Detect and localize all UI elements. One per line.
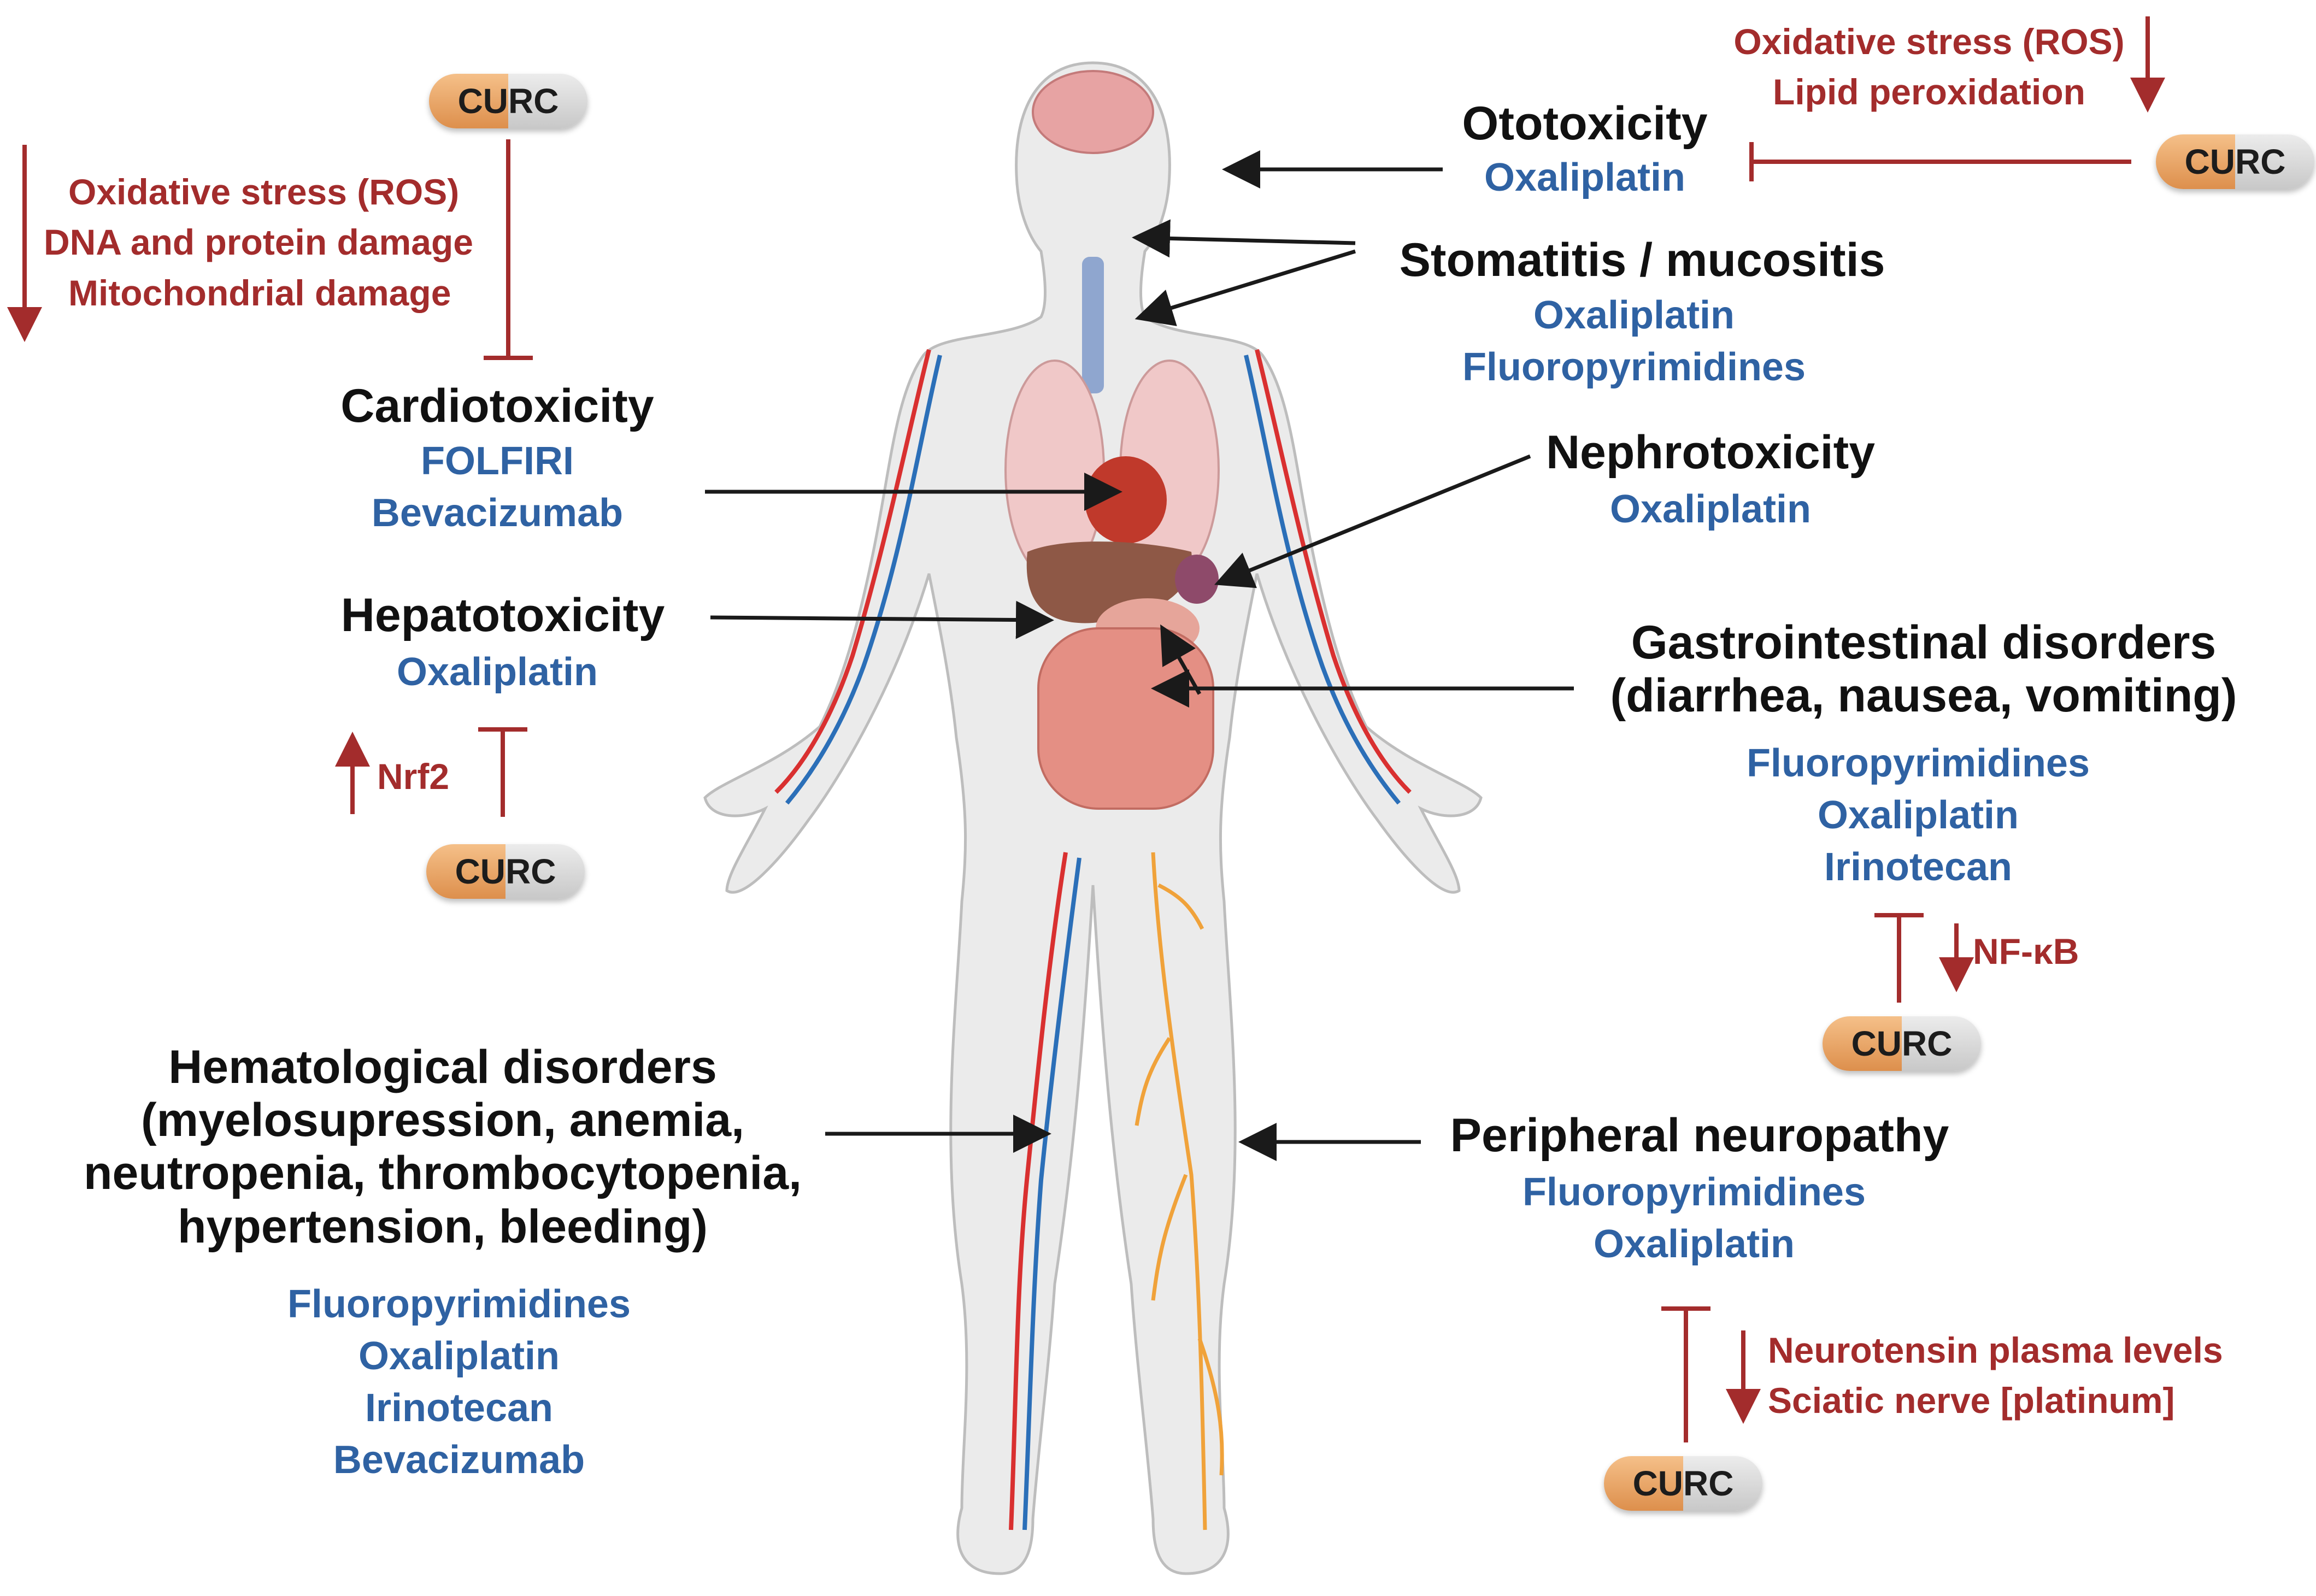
cardiotoxicity-title: Cardiotoxicity <box>340 380 654 432</box>
curc-pill-label: CURC <box>455 852 556 891</box>
organs <box>1004 70 1220 810</box>
nephrotoxicity-title: Nephrotoxicity <box>1545 426 1876 479</box>
cardiotoxicity-drugs: FOLFIRI Bevacizumab <box>328 435 667 539</box>
heart-organ <box>1085 456 1167 544</box>
effect-line: DNA and protein damage <box>44 222 473 263</box>
cardiotoxicity-effects: Oxidative stress (ROS) DNA and protein d… <box>44 167 525 318</box>
curc-pill-label: CURC <box>1851 1024 1953 1063</box>
gastrointestinal-inhibit <box>1874 913 1924 1003</box>
nephrotoxicity-drugs: Oxaliplatin <box>1557 484 1864 535</box>
drug-line: FOLFIRI <box>421 439 574 483</box>
curc-pill-ototoxicity: CURC <box>2156 134 2314 189</box>
ototoxicity-inhibit <box>1749 142 2131 181</box>
curc-pill-gastrointestinal: CURC <box>1823 1016 1981 1071</box>
effect-line: Sciatic nerve [platinum] <box>1768 1380 2175 1421</box>
hepatotoxicity-effect: Nrf2 <box>377 756 450 797</box>
title-line: (myelosupression, anemia, <box>140 1094 745 1147</box>
effect-arrows <box>7 16 2165 1424</box>
neuropathy-effects: Neurotensin plasma levels Sciatic nerve … <box>1768 1325 2293 1426</box>
pointer-arrows <box>705 150 1574 1161</box>
gastrointestinal-effect: NF-κB <box>1973 931 2079 971</box>
body-silhouette <box>703 61 1483 1575</box>
gastrointestinal-drugs: Fluoropyrimidines Oxaliplatin Irinotecan <box>1700 738 2137 893</box>
gastrointestinal-arrow-stomach <box>1160 624 1202 695</box>
hepatotoxicity-drugs: Oxaliplatin <box>344 646 650 698</box>
effect-line: Oxidative stress (ROS) <box>68 172 460 212</box>
stomatitis-arrow-mouth <box>1132 219 1356 258</box>
curc-pill-label: CURC <box>1632 1464 1734 1503</box>
drug-line: Oxaliplatin <box>396 650 598 694</box>
drug-line: Fluoropyrimidines <box>287 1282 631 1326</box>
intestines-organ <box>1037 627 1214 810</box>
effect-line: Neurotensin plasma levels <box>1768 1330 2223 1370</box>
drug-line: Oxaliplatin <box>1817 793 2019 838</box>
stomatitis-arrow-throat <box>1135 249 1356 326</box>
drug-line: Irinotecan <box>365 1386 554 1430</box>
hematological-drugs: Fluoropyrimidines Oxaliplatin Irinotecan… <box>240 1279 678 1486</box>
drug-line: Fluoropyrimidines <box>1746 741 2090 785</box>
stomatitis-title: Stomatitis / mucositis <box>1399 234 1885 286</box>
ototoxicity-effects: Oxidative stress (ROS) Lipid peroxidatio… <box>1727 16 2131 117</box>
ototoxicity-title: Ototoxicity <box>1462 97 1708 150</box>
hepatotoxicity-inhibit <box>478 727 527 817</box>
curc-pill-neuropathy: CURC <box>1604 1456 1762 1511</box>
drug-line: Oxaliplatin <box>1593 1222 1795 1267</box>
drug-line: Bevacizumab <box>371 491 624 535</box>
title-line: Hematological disorders <box>168 1041 717 1093</box>
curc-pill-cardiotoxicity: CURC <box>429 74 587 128</box>
effect-line: Mitochondrial damage <box>68 272 451 313</box>
curc-pill-label: CURC <box>457 81 559 121</box>
title-line: Gastrointestinal disorders <box>1631 616 2217 669</box>
neuropathy-drugs: Fluoropyrimidines Oxaliplatin <box>1476 1167 1913 1270</box>
drug-line: Oxaliplatin <box>1484 156 1686 199</box>
drug-line: Irinotecan <box>1824 845 2013 890</box>
blood-vessels <box>774 349 1412 1530</box>
hepatotoxicity-arrow <box>710 600 1054 639</box>
effect-line: Oxidative stress (ROS) <box>1733 21 2125 62</box>
ototoxicity-drugs: Oxaliplatin <box>1443 152 1727 204</box>
curc-pill-hepatotoxicity: CURC <box>426 844 585 899</box>
drug-line: Fluoropyrimidines <box>1462 345 1806 390</box>
neuropathy-title: Peripheral neuropathy <box>1450 1109 1949 1162</box>
trachea-organ <box>1082 257 1104 393</box>
nerve-illustration <box>1135 852 1224 1530</box>
title-line: neutropenia, thrombocytopenia, <box>84 1147 802 1200</box>
drug-line: Oxaliplatin <box>358 1334 560 1379</box>
drug-line: Bevacizumab <box>333 1438 585 1482</box>
title-line: (diarrhea, nausea, vomiting) <box>1610 669 2237 722</box>
cardiotoxicity-inhibit <box>484 139 533 360</box>
stomatitis-drugs: Oxaliplatin Fluoropyrimidines <box>1415 290 1853 393</box>
drug-line: Oxaliplatin <box>1609 487 1812 531</box>
brain-organ <box>1032 70 1154 154</box>
hepatotoxicity-title: Hepatotoxicity <box>340 589 665 641</box>
drug-line: Fluoropyrimidines <box>1522 1170 1866 1214</box>
kidney-organ <box>1175 555 1219 604</box>
drug-line: Oxaliplatin <box>1533 293 1735 337</box>
inhibition-lines <box>478 139 2131 1442</box>
hematological-title: Hematological disorders (myelosupression… <box>44 1041 842 1253</box>
title-line: hypertension, bleeding) <box>178 1200 708 1253</box>
neuropathy-inhibit <box>1661 1306 1710 1442</box>
gastrointestinal-title: Gastrointestinal disorders (diarrhea, na… <box>1574 616 2273 722</box>
curc-pill-label: CURC <box>2184 142 2286 181</box>
effect-line: Lipid peroxidation <box>1773 72 2085 113</box>
nephrotoxicity-arrow <box>1214 454 1531 588</box>
